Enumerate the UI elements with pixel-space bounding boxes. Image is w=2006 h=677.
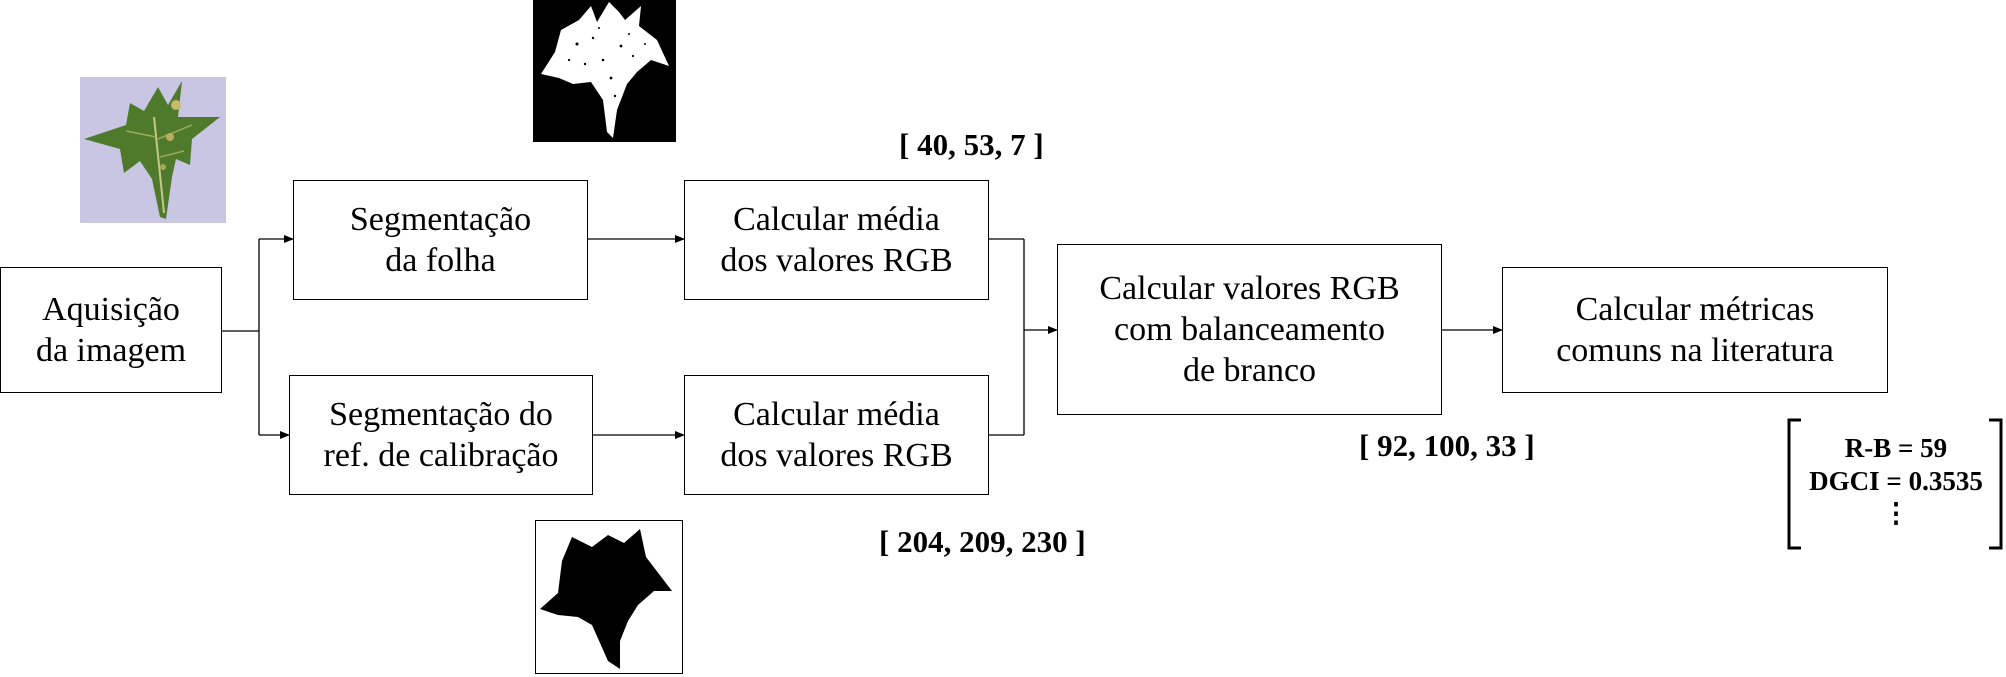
white-balance-step-line1: Calcular valores RGB xyxy=(1099,270,1400,307)
mean-rgb-leaf-step-line2: dos valores RGB xyxy=(720,242,953,279)
mean-rgb-leaf-step: Calcular média dos valores RGB xyxy=(684,180,989,300)
white-balance-step: Calcular valores RGB com balanceamento de … xyxy=(1057,244,1442,415)
acquisition-step: Aquisição da imagem xyxy=(0,267,222,393)
leaf-photo-icon xyxy=(84,81,220,219)
balanced-rgb-value: [ 92, 100, 33 ] xyxy=(1359,428,1535,463)
reference-mask-icon xyxy=(540,529,672,669)
white-balance-step-line2: com balanceamento xyxy=(1114,311,1385,348)
reference-mask-thumbnail xyxy=(535,520,683,674)
mean-rgb-reference-step-line2: dos valores RGB xyxy=(720,437,953,474)
metric-r-minus-b: R-B = 59 xyxy=(1844,433,1948,463)
metrics-step: Calcular métricas comuns na literatura xyxy=(1502,267,1888,393)
left-bracket xyxy=(1787,418,1801,550)
reference-segmentation-step-line1: Segmentação do xyxy=(329,396,553,433)
reference-rgb-value: [ 204, 209, 230 ] xyxy=(879,524,1086,559)
metrics-step-line1: Calcular métricas xyxy=(1575,291,1815,328)
acquisition-step-line1: Aquisição xyxy=(42,291,180,328)
acquisition-step-line2: da imagem xyxy=(35,332,187,369)
leaf-rgb-value: [ 40, 53, 7 ] xyxy=(899,127,1044,162)
leaf-segmentation-step-line1: Segmentação xyxy=(349,201,532,238)
mean-rgb-reference-step: Calcular média dos valores RGB xyxy=(684,375,989,495)
metric-ellipsis: ⋮ xyxy=(1882,498,1910,528)
matrix-brackets xyxy=(1787,418,2003,550)
mean-rgb-reference-step-line1: Calcular média xyxy=(733,396,940,433)
metrics-matrix: R-B = 59 DGCI = 0.3535 ⋮ xyxy=(1785,418,2006,550)
metric-dgci: DGCI = 0.3535 xyxy=(1809,466,1983,496)
leaf-photo-thumbnail xyxy=(80,77,226,223)
leaf-mask-thumbnail xyxy=(533,0,676,142)
leaf-mask-icon xyxy=(541,2,669,138)
reference-segmentation-step: Segmentação do ref. de calibração xyxy=(289,375,593,495)
white-balance-step-line3: de branco xyxy=(1182,352,1317,389)
metrics-step-line2: comuns na literatura xyxy=(1556,332,1834,369)
leaf-segmentation-step: Segmentação da folha xyxy=(293,180,588,300)
leaf-segmentation-step-line2: da folha xyxy=(385,242,496,279)
right-bracket xyxy=(1989,418,2003,550)
reference-segmentation-step-line2: ref. de calibração xyxy=(323,437,559,474)
mean-rgb-leaf-step-line1: Calcular média xyxy=(733,201,940,238)
